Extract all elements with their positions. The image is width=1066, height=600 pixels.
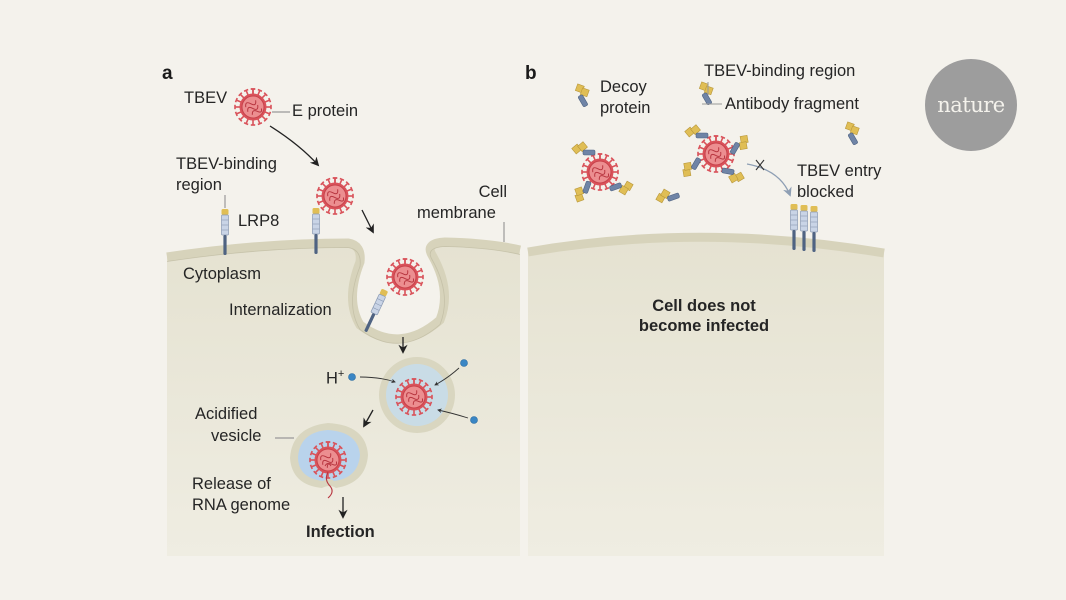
entry-blocked-label-line1: TBEV entry [797,162,882,180]
proton-1 [348,373,356,381]
arrow-approach [269,125,320,167]
tbev-virus-bound [317,178,353,214]
infection-label: Infection [306,523,375,541]
cell-membrane-label-line1: Cell [478,183,507,201]
cytoplasm-label: Cytoplasm [183,265,261,283]
release-label-line2: RNA genome [192,496,291,514]
lrp8-label: LRP8 [238,212,280,230]
tbev-virus-internalizing [387,259,423,295]
cell-cytoplasm-b [528,237,884,556]
nature-logo: nature [925,59,1017,151]
blocked-entry-arrow [746,163,792,197]
tbev-binding-label-line2: region [176,176,222,194]
cell-membrane-a [166,237,522,344]
panel-b-letter: b [525,63,537,84]
proton-arrow-1 [359,376,396,383]
blocked-x-icon [755,159,765,171]
tbev-virus-neutralized-2 [698,136,734,172]
tbev-virus-free [235,89,271,125]
panel-a [166,89,522,556]
proton-arrow-3 [437,408,469,419]
e-protein-label: E protein [292,102,359,120]
proton-2 [460,359,468,367]
rna-genome [325,471,333,499]
free-antibody [845,121,860,146]
proton-3 [470,416,478,424]
internalization-label: Internalization [229,301,332,319]
cell-cytoplasm-a [167,242,520,556]
tbev-virus-endosome [396,379,432,415]
outcome-label-line1: Cell does not [652,297,756,315]
decoy-label-line2: protein [600,99,651,117]
binding-region-label-b: TBEV-binding region [704,62,856,80]
decoy-protein-legend-icon [575,83,590,108]
proton-arrow-2 [434,367,460,386]
panel-b [527,81,885,556]
outcome-label-line2: become infected [638,317,770,335]
panel-a-letter: a [162,63,173,84]
antibody-fragment-label: Antibody fragment [725,95,859,113]
arrow-to-acidified [363,409,374,428]
h-plus-label: H+ [326,368,345,388]
release-label-line1: Release of [192,475,271,493]
cell-membrane-b [527,232,885,258]
acidified-label-line2: vesicle [211,427,262,445]
free-decoy [655,187,682,207]
arrow-to-pocket [361,209,374,234]
antibody-fragment-legend-icon [699,81,714,106]
decoy-label-line1: Decoy [600,78,647,96]
cell-membrane-label-line2: membrane [417,204,496,222]
acidified-label-line1: Acidified [195,405,258,423]
tbev-binding-label-line1: TBEV-binding [176,155,277,173]
entry-blocked-label-line2: blocked [797,183,854,201]
tbev-label: TBEV [184,89,228,107]
